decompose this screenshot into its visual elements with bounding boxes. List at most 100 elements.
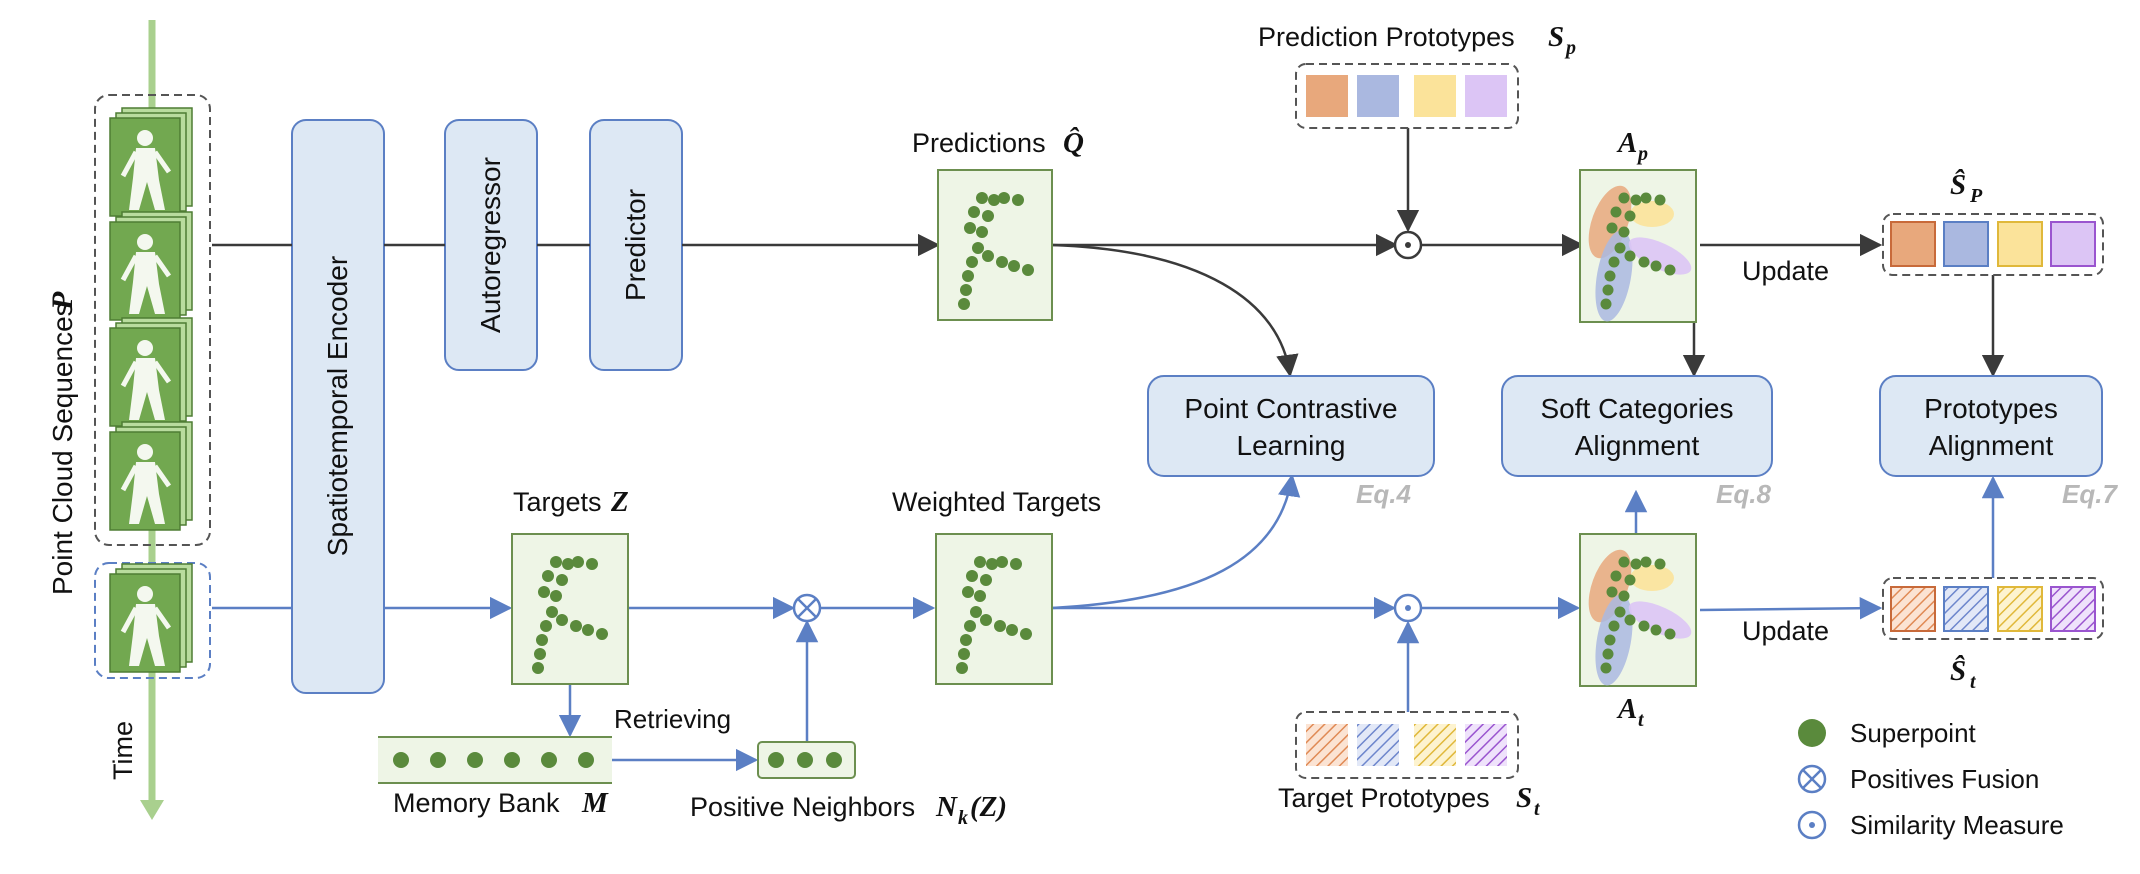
memory-bank-dot (430, 752, 446, 768)
superpoint-dot (556, 614, 568, 626)
figure-head (137, 130, 153, 146)
predictions-symbol: Q̂ (1063, 126, 1084, 159)
legend-similarity-measure-icon (1797, 810, 1827, 840)
superpoint-dot (970, 606, 982, 618)
current-frame-group (94, 562, 211, 679)
svg-text:t: t (1534, 798, 1541, 820)
figure-body (129, 462, 165, 524)
targets-symbol: Z (610, 486, 629, 518)
superpoint-dot (968, 206, 980, 218)
superpoint-dot (1608, 620, 1620, 632)
superpoint-dot (988, 194, 1000, 206)
cluster-yellow (1630, 201, 1674, 227)
updated-target-prototypes-group (1882, 577, 2104, 640)
superpoint-dot (582, 624, 594, 636)
superpoint-dot (1618, 556, 1630, 568)
superpoint-dot (1608, 256, 1620, 268)
superpoint-dot (1624, 210, 1636, 222)
memory-bank-symbol: M (581, 787, 609, 819)
superpoint-dot (986, 558, 998, 570)
svg-text:Ŝ: Ŝ (1950, 168, 1966, 201)
figure-head (137, 586, 153, 602)
prototypes-alignment-module: Prototypes Alignment (1879, 375, 2103, 477)
svg-text:t: t (1970, 671, 1977, 693)
predictions-label: Predictions (912, 128, 1046, 158)
svg-text:Autoregressor: Autoregressor (475, 157, 506, 333)
figure-arms (120, 464, 172, 492)
superpoint-dot (1600, 298, 1612, 310)
input-label: Point Cloud Sequences P (46, 291, 79, 595)
memory-bank-label: Memory Bank (393, 788, 560, 818)
svg-text:Predictor: Predictor (620, 189, 651, 301)
superpoint-dot (1606, 586, 1618, 598)
figure-arms (120, 150, 172, 178)
superpoint-dot (1618, 226, 1630, 238)
svg-text:Positive Neighbors: Positive Neighbors (690, 792, 915, 822)
prediction-prototypes-group (1295, 63, 1519, 129)
neighbor-dot (797, 752, 813, 768)
svg-text:p: p (1564, 37, 1576, 59)
svg-text:P: P (1969, 185, 1983, 207)
superpoint-dot (542, 570, 554, 582)
superpoint-dot (1654, 194, 1666, 206)
weighted-targets-panel (935, 533, 1053, 685)
target-prototypes-label: Target Prototypes S t (1278, 782, 1541, 820)
figure-body (129, 604, 165, 666)
superpoint-dot (966, 570, 978, 582)
eq8-label: Eq.8 (1716, 479, 1771, 509)
st-hat-label: Ŝ t (1950, 654, 1977, 693)
svg-text:Target Prototypes: Target Prototypes (1278, 783, 1490, 813)
memory-bank-dot (504, 752, 520, 768)
superpoint-dot (980, 574, 992, 586)
superpoint-dot (1012, 194, 1024, 206)
superpoint-dot (1638, 620, 1650, 632)
time-label: Time (108, 721, 138, 780)
svg-text:N: N (935, 791, 958, 823)
superpoint-dot (998, 192, 1010, 204)
superpoint-dot (536, 634, 548, 646)
superpoint-dot (974, 590, 986, 602)
superpoint-dot (1008, 260, 1020, 272)
superpoint-dot (540, 620, 552, 632)
memory-bank-dot (393, 752, 409, 768)
prediction-flow (212, 128, 2005, 378)
eq4-label: Eq.4 (1356, 479, 1411, 509)
updated-target-prototype-squares (1890, 586, 2096, 632)
superpoint-dot (976, 226, 988, 238)
superpoint-dot (974, 556, 986, 568)
svg-text:p: p (1636, 143, 1648, 165)
svg-text:Point Contrastive: Point Contrastive (1184, 393, 1397, 424)
legend-positives-fusion-label: Positives Fusion (1850, 764, 2039, 794)
svg-text:Prototypes: Prototypes (1924, 393, 2058, 424)
superpoint-dot (1006, 624, 1018, 636)
weighted-targets-label: Weighted Targets (892, 487, 1101, 517)
memory-bank-dot (541, 752, 557, 768)
positive-neighbors (757, 741, 856, 779)
superpoint-dot (976, 192, 988, 204)
superpoint-dot (964, 620, 976, 632)
superpoint-dot (562, 558, 574, 570)
figure-head (137, 444, 153, 460)
svg-text:(Z): (Z) (970, 791, 1007, 823)
superpoint-dot (994, 620, 1006, 632)
svg-text:A: A (1616, 127, 1637, 159)
neighbor-dot (826, 752, 842, 768)
autoregressor-module: Autoregressor (444, 119, 538, 371)
svg-text:t: t (1638, 709, 1645, 731)
memory-bank-dot (578, 752, 594, 768)
assignment-panel-ap (1579, 169, 1697, 323)
spatiotemporal-encoder: Spatiotemporal Encoder (291, 119, 385, 694)
superpoint-dot (1638, 256, 1650, 268)
superpoint-dot (996, 556, 1008, 568)
svg-text:P: P (46, 291, 79, 311)
figure-head (137, 234, 153, 250)
targets-panel (511, 533, 629, 685)
superpoint-dot (550, 590, 562, 602)
superpoint-dot (1624, 614, 1636, 626)
superpoint-dot (962, 586, 974, 598)
superpoint-dot (1614, 606, 1626, 618)
target-prototypes-group (1295, 711, 1519, 779)
superpoint-dot (1606, 222, 1618, 234)
superpoint-dot (958, 298, 970, 310)
superpoint-dot (538, 586, 550, 598)
